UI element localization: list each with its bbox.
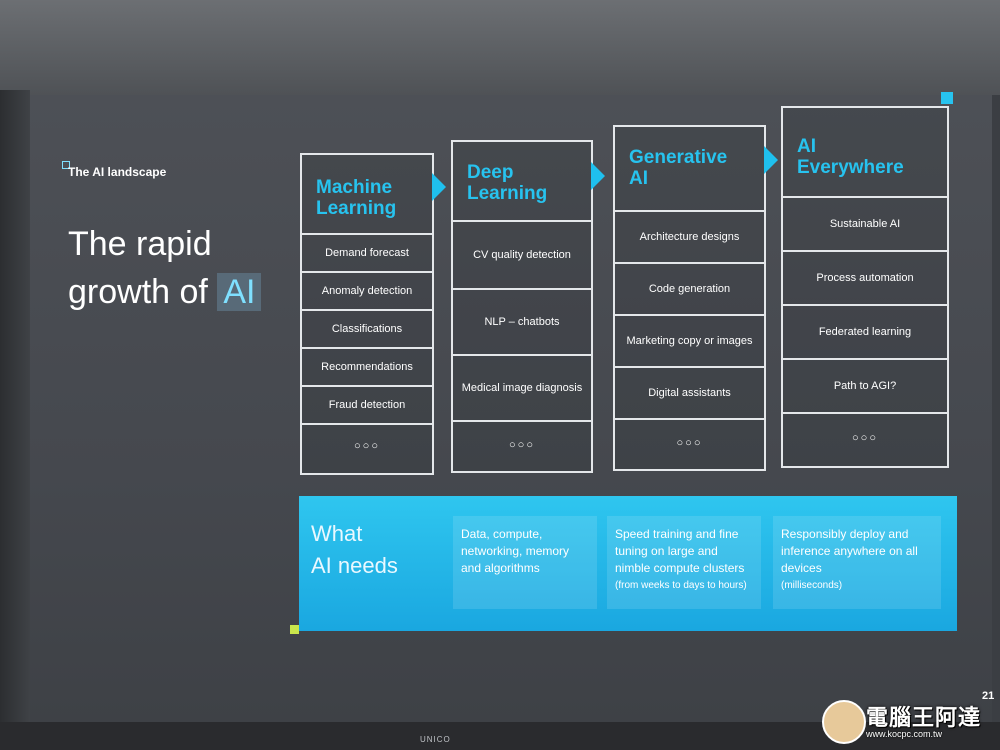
list-item: Path to AGI? <box>783 360 947 414</box>
slide-title: The rapid growth of AI <box>68 220 262 316</box>
column-generative-ai: Generative AI Architecture designs Code … <box>613 125 766 471</box>
slide-label: The AI landscape <box>68 165 167 179</box>
need-box: Data, compute, networking, memory and al… <box>453 516 597 609</box>
need-note: (milliseconds) <box>781 580 843 591</box>
column-title-line2: AI <box>629 168 648 189</box>
need-text: Responsibly deploy and inference anywher… <box>781 527 918 575</box>
projector-brand: UNICO <box>420 735 451 744</box>
needs-title: What AI needs <box>311 518 398 582</box>
more-dots: ○○○ <box>354 440 380 452</box>
list-item: Digital assistants <box>615 368 764 420</box>
column-title-line1: Machine <box>316 177 393 198</box>
column-ai-everywhere: AI Everywhere Sustainable AI Process aut… <box>781 106 949 468</box>
need-text: Speed training and fine tuning on large … <box>615 527 745 575</box>
column-header: Machine Learning <box>302 155 432 235</box>
list-item: Anomaly detection <box>302 273 432 311</box>
more-dots: ○○○ <box>852 432 878 444</box>
arrow-right-icon <box>764 146 778 174</box>
list-item: Sustainable AI <box>783 198 947 252</box>
column-header: AI Everywhere <box>783 108 947 198</box>
title-line-1: The rapid <box>68 225 212 263</box>
need-box: Speed training and fine tuning on large … <box>607 516 761 609</box>
list-item: NLP – chatbots <box>453 290 591 356</box>
need-text: Data, compute, networking, memory and al… <box>461 527 570 575</box>
column-title-line2: Learning <box>316 198 397 219</box>
list-item: Fraud detection <box>302 387 432 425</box>
room-wall <box>0 90 30 750</box>
column-deep-learning: Deep Learning CV quality detection NLP –… <box>451 140 593 473</box>
list-item: Code generation <box>615 264 764 316</box>
column-header: Deep Learning <box>453 142 591 222</box>
page-number: 21 <box>982 690 995 702</box>
watermark-text: 電腦王阿達 <box>866 705 982 730</box>
room-ceiling <box>0 0 1000 95</box>
watermark: 電腦王阿達 www.kocpc.com.tw <box>822 698 994 744</box>
title-highlight: AI <box>217 273 262 311</box>
title-line-2: growth of AI <box>68 268 262 316</box>
list-item: Marketing copy or images <box>615 316 764 368</box>
list-item: Federated learning <box>783 306 947 360</box>
label-square-icon <box>62 161 70 169</box>
column-machine-learning: Machine Learning Demand forecast Anomaly… <box>300 153 434 475</box>
corner-square-icon <box>941 92 953 104</box>
list-item: Architecture designs <box>615 212 764 264</box>
more-dots: ○○○ <box>676 436 703 449</box>
corner-square-icon <box>290 625 299 634</box>
title-prefix: growth of <box>68 273 208 311</box>
column-title-line2: Everywhere <box>797 157 904 178</box>
arrow-right-icon <box>432 173 446 201</box>
column-title-line1: Deep <box>467 162 514 183</box>
arrow-right-icon <box>591 162 605 190</box>
column-header: Generative AI <box>615 127 764 212</box>
more-dots: ○○○ <box>509 438 535 451</box>
column-title-line1: Generative <box>629 147 728 168</box>
need-box: Responsibly deploy and inference anywher… <box>773 516 941 609</box>
mascot-face-icon <box>822 700 866 744</box>
column-title-line1: AI <box>797 136 816 157</box>
needs-banner: What AI needs Data, compute, networking,… <box>299 496 957 631</box>
list-item: Classifications <box>302 311 432 349</box>
needs-title-line1: What <box>311 521 363 546</box>
watermark-url: www.kocpc.com.tw <box>866 729 943 739</box>
list-item: Demand forecast <box>302 235 432 273</box>
list-item: CV quality detection <box>453 222 591 290</box>
list-item: Recommendations <box>302 349 432 387</box>
need-note: (from weeks to days to hours) <box>615 580 747 591</box>
list-item: Process automation <box>783 252 947 306</box>
list-item: Medical image diagnosis <box>453 356 591 422</box>
column-title-line2: Learning <box>467 183 548 204</box>
needs-title-line2: AI needs <box>311 553 398 578</box>
